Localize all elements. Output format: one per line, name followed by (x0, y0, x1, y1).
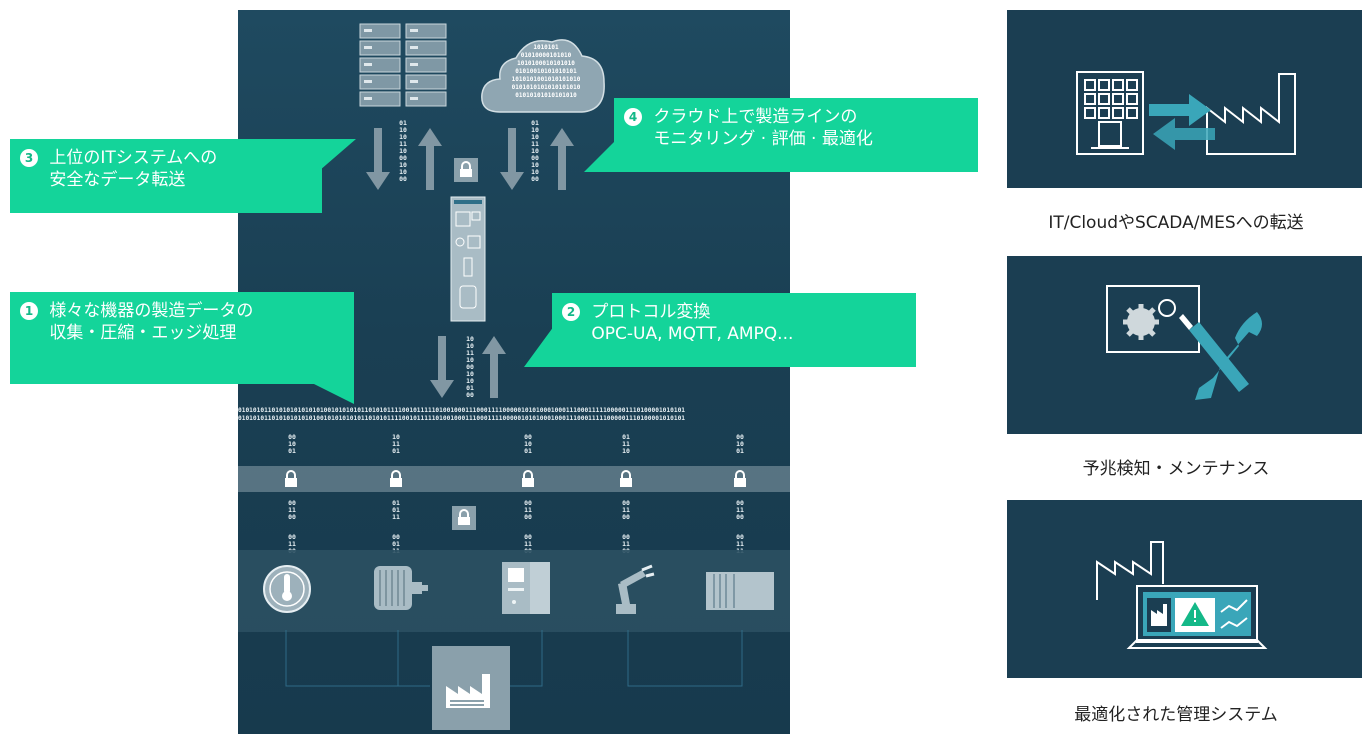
security-band (238, 466, 790, 492)
drive-cabinet-icon (706, 572, 774, 610)
binary-bus-line-2: 0101010110101010101010010101010101101010… (238, 415, 686, 422)
edge-device-icon (450, 196, 486, 322)
sensor-binary-b: 00 11 00 (524, 499, 532, 521)
callout-tail (310, 382, 354, 404)
binary-stream-upper-right: 01 10 10 11 10 00 10 10 00 (531, 119, 539, 183)
callout-tail (312, 139, 356, 177)
sensor-binary-a: 01 11 10 (622, 433, 630, 455)
cloud-icon (481, 39, 605, 113)
callout-data-collection: 1 様々な機器の製造データの 収集・圧縮・エッジ処理 (10, 292, 354, 384)
callout-line-2: 安全なデータ転送 (49, 170, 186, 190)
binary-stream-middle: 10 10 11 10 00 10 10 01 00 (466, 335, 474, 399)
callout-tail (584, 138, 618, 172)
callout-line-1: プロトコル変換 (591, 302, 711, 322)
card-it-cloud-transfer (1007, 10, 1362, 188)
callout-line-2: OPC-UA, MQTT, AMPQ... (591, 324, 794, 344)
callout-line-2: 収集・圧縮・エッジ処理 (49, 323, 237, 343)
lock-icon (734, 470, 746, 487)
callout-cloud-monitoring: 4 クラウド上で製造ラインの モニタリング · 評価 · 最適化 (614, 98, 978, 172)
robot-arm-icon (616, 564, 655, 614)
lock-icon (454, 158, 478, 182)
binary-bus-line-1: 0101010110101010101010100101010101101010… (238, 407, 686, 414)
card-caption: IT/CloudやSCADA/MESへの転送 (1048, 213, 1304, 233)
lock-icon (285, 470, 297, 487)
lock-icon (522, 470, 534, 487)
lock-icon (390, 470, 402, 487)
lock-icon (620, 470, 632, 487)
callout-line-1: 上位のITシステムへの (49, 148, 218, 168)
callout-line-1: 様々な機器の製造データの (49, 301, 254, 321)
up-arrow-icon (418, 128, 442, 190)
controller-icon (502, 562, 550, 614)
down-arrow-icon (500, 128, 524, 190)
gear-tools-icon (1106, 285, 1262, 400)
callout-number: 1 (20, 302, 38, 320)
up-arrow-icon (482, 336, 506, 398)
factory-monitor-icon (1096, 541, 1268, 649)
cloud-binary-text: 1010101 01010000101010 1010100010101010 … (511, 44, 581, 99)
factory-icon (432, 646, 510, 730)
callout-tail (524, 326, 554, 367)
building-factory-exchange-icon (1076, 71, 1296, 155)
server-rack-icon (359, 23, 447, 107)
callout-protocol-conversion: 2 プロトコル変換 OPC-UA, MQTT, AMPQ... (552, 293, 916, 367)
network-lines (285, 630, 743, 687)
binary-stream-upper-left: 01 10 10 11 10 00 10 10 00 (399, 119, 407, 183)
sensor-binary-a: 00 10 01 (288, 433, 296, 455)
sensor-binary-b: 00 11 00 (622, 499, 630, 521)
card-optimized-management (1007, 500, 1362, 678)
down-arrow-icon (366, 128, 390, 190)
card-caption: 予兆検知・メンテナンス (1082, 459, 1270, 479)
callout-number: 2 (562, 303, 580, 321)
sensor-binary-a: 10 11 01 (392, 433, 400, 455)
callout-number: 3 (20, 149, 38, 167)
motor-icon (374, 566, 428, 610)
callout-number: 4 (624, 108, 642, 126)
up-arrow-icon (550, 128, 574, 190)
sensor-binary-a: 00 10 01 (736, 433, 744, 455)
sensor-binary-b: 01 01 11 (392, 499, 400, 521)
card-predictive-maintenance (1007, 256, 1362, 434)
callout-line-1: クラウド上で製造ラインの (653, 107, 858, 127)
sensor-binary-b: 00 11 00 (736, 499, 744, 521)
card-caption: 最適化された管理システム (1074, 705, 1278, 725)
lock-icon (452, 506, 476, 530)
sensor-binary-b: 00 11 00 (288, 499, 296, 521)
down-arrow-icon (430, 336, 454, 398)
callout-secure-transfer: 3 上位のITシステムへの 安全なデータ転送 (10, 139, 322, 213)
sensor-binary-a: 00 10 01 (524, 433, 532, 455)
callout-line-2: モニタリング · 評価 · 最適化 (653, 129, 873, 149)
thermometer-gauge-icon (263, 565, 311, 613)
